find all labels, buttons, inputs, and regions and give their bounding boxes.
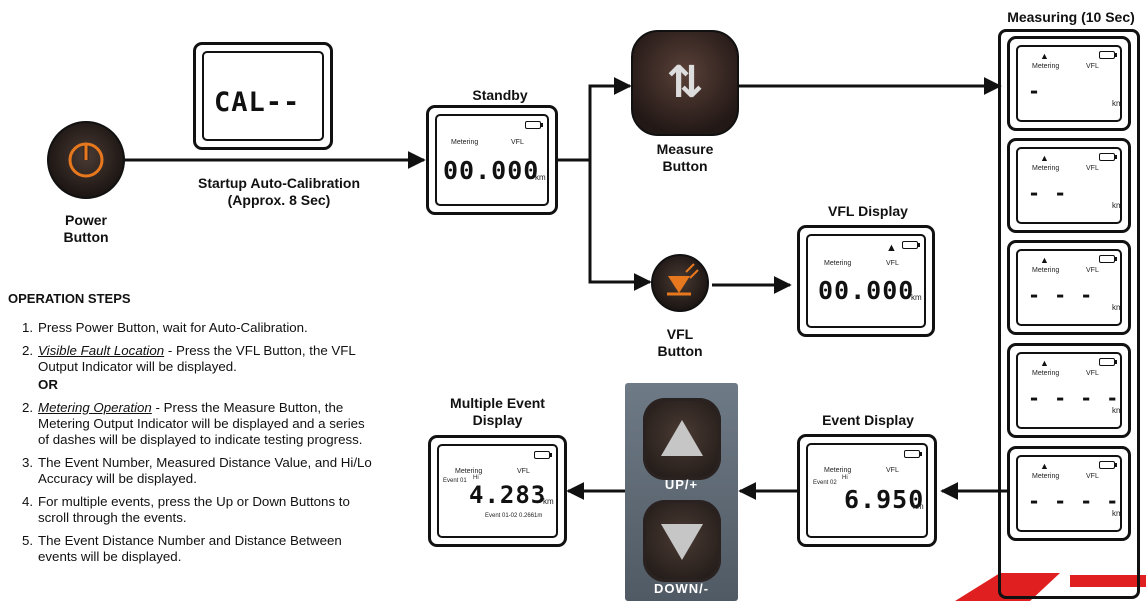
vfl-display-screen: ▲ Metering VFL 00.000 km (797, 225, 935, 337)
vfl-label: VFL (1086, 267, 1099, 274)
measuring-screen: ▲ Metering VFL - - - km (1007, 240, 1131, 335)
vfl-label: VFL (1086, 165, 1099, 172)
vfl-display-label: VFL Display (828, 203, 908, 219)
up-label: UP/+ (664, 477, 699, 492)
standby-readout: 00.000 (443, 156, 540, 185)
vfl-button (651, 254, 709, 312)
metering-label: Metering (455, 468, 483, 475)
battery-icon (1099, 255, 1117, 263)
event-display-screen: Metering VFL Event 02 Hi 6.950 km (797, 434, 937, 547)
step-4: 4.For multiple events, press the Up or D… (22, 494, 350, 525)
vfl-readout: 00.000 (818, 276, 915, 305)
km-unit: km (913, 502, 924, 511)
step-5: 5.The Event Distance Number and Distance… (22, 533, 342, 564)
vfl-label: VFL (511, 139, 524, 146)
dash-readout: - - (1028, 181, 1068, 205)
step-3: 3.The Event Number, Measured Distance Va… (22, 455, 372, 486)
brand-logo (955, 573, 1146, 601)
vfl-label: VFL (1086, 63, 1099, 70)
battery-icon (904, 450, 922, 458)
km-unit: km (1112, 509, 1122, 518)
down-label: DOWN/- (653, 581, 710, 596)
vfl-label: VFL (886, 260, 899, 267)
arrow-up-icon: ▲ (1040, 255, 1049, 265)
metering-label: Metering (1032, 267, 1060, 274)
event-display-label: Event Display (822, 412, 914, 428)
battery-icon (534, 451, 552, 459)
cal-readout: CAL-- (214, 87, 301, 118)
up-down-arrows-icon: ⇅ (667, 57, 704, 108)
vfl-label: VFL (886, 467, 899, 474)
battery-icon (902, 241, 920, 249)
km-unit: km (911, 293, 922, 302)
up-button (643, 398, 721, 480)
metering-label: Metering (1032, 63, 1060, 70)
arrow-up-icon: ▲ (1040, 461, 1049, 471)
standby-label: Standby (472, 87, 528, 103)
dash-readout: - - - (1028, 283, 1094, 307)
event-readout: 6.950 (844, 485, 925, 514)
km-unit: km (1112, 201, 1122, 210)
dash-readout: - - - - (1028, 386, 1120, 410)
standby-screen: Metering VFL 00.000 km (426, 105, 558, 215)
measure-button: ⇅ (631, 30, 739, 136)
vfl-button-label: VFL Button (657, 326, 703, 359)
arrow-up-icon: ▲ (1040, 51, 1049, 61)
power-button-label: Power Button (63, 212, 109, 245)
km-unit: km (1112, 99, 1122, 108)
metering-label: Metering (1032, 473, 1060, 480)
hi-label: Hi (473, 475, 479, 481)
km-unit: km (535, 173, 546, 182)
arrow-up-icon: ▲ (886, 242, 897, 254)
battery-icon (525, 121, 543, 129)
metering-label: Metering (824, 260, 852, 267)
power-button (47, 121, 125, 199)
measuring-screen: ▲ Metering VFL - - - -km (1007, 343, 1131, 438)
step-2b: 2.Metering Operation - Press the Measure… (22, 400, 365, 447)
arrow-up-icon: ▲ (1040, 153, 1049, 163)
measuring-label: Measuring (10 Sec) (1007, 9, 1135, 25)
battery-icon (1099, 358, 1117, 366)
battery-icon (1099, 461, 1117, 469)
vfl-label: VFL (1086, 473, 1099, 480)
operation-steps: OPERATION STEPS 1.Press Power Button, wa… (8, 291, 373, 572)
down-button (643, 500, 721, 582)
measure-button-label: Measure Button (656, 141, 714, 174)
battery-icon (1099, 153, 1117, 161)
arrow-up-icon: ▲ (1040, 358, 1049, 368)
dash-readout: - (1028, 79, 1042, 103)
measuring-screen: ▲ Metering VFL - km (1007, 36, 1131, 131)
metering-label: Metering (1032, 370, 1060, 377)
startup-label: Startup Auto-Calibration (Approx. 8 Sec) (197, 175, 361, 208)
triangle-up-icon (661, 420, 703, 456)
measuring-column (998, 29, 1140, 599)
metering-label: Metering (824, 467, 852, 474)
vfl-label: VFL (1086, 370, 1099, 377)
or-label: OR (38, 377, 58, 392)
vfl-label: VFL (517, 468, 530, 475)
hi-label: Hi (842, 475, 848, 481)
measuring-screen: ▲ Metering VFL - - - - -km (1007, 446, 1131, 541)
diode-icon (668, 276, 690, 293)
metering-label: Metering (451, 139, 479, 146)
steps-heading: OPERATION STEPS (8, 291, 131, 306)
step-1: 1.Press Power Button, wait for Auto-Cali… (22, 320, 308, 335)
dash-readout: - - - - - (1028, 489, 1120, 513)
metering-label: Metering (1032, 165, 1060, 172)
multi-readout: 4.283 (469, 481, 547, 509)
battery-icon (1099, 51, 1117, 59)
km-unit: km (543, 497, 554, 506)
calibration-screen: CAL-- (193, 42, 333, 150)
multiple-event-screen: Metering VFL Event 01 Hi 4.283 km Event … (428, 435, 567, 547)
up-down-panel: UP/+ DOWN/- (625, 383, 738, 601)
event-tag: Event 01 (443, 478, 467, 484)
step-2a: 2.Visible Fault Location - Press the VFL… (22, 343, 356, 374)
measuring-screen: ▲ Metering VFL - - km (1007, 138, 1131, 233)
km-unit: km (1112, 406, 1122, 415)
event-tag: Event 02 (813, 480, 837, 486)
multiple-event-label: Multiple Event Display (450, 395, 545, 428)
multi-sub: Event 01-02 0.2661m (485, 513, 543, 519)
triangle-down-icon (661, 524, 703, 560)
km-unit: km (1112, 303, 1122, 312)
